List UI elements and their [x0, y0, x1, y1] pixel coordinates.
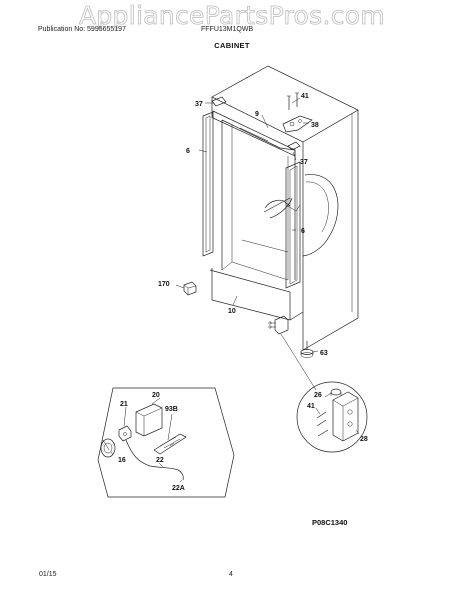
- cabinet-shell: [209, 65, 359, 351]
- callout-41-top: 41: [301, 93, 309, 100]
- clip-part: [183, 281, 197, 296]
- publication-number: Publication No: 5995655197: [38, 26, 126, 33]
- callout-22: 22: [156, 457, 164, 464]
- callout-93b: 93B: [165, 406, 178, 413]
- thermostat-inset: [97, 387, 235, 498]
- callout-labels: 41 38 37 9 37 6 6 170 10 63 20 21 93B 16…: [118, 93, 368, 492]
- callout-6-left: 6: [186, 148, 190, 155]
- callout-170: 170: [158, 281, 170, 288]
- callout-63: 63: [320, 350, 328, 357]
- callout-22a: 22A: [172, 485, 185, 492]
- inner-liner: [221, 119, 296, 281]
- callout-6-right: 6: [301, 228, 305, 235]
- callout-20: 20: [152, 392, 160, 399]
- hinge-detail-inset: [296, 381, 368, 453]
- diagram-code: P08C1340: [312, 518, 348, 527]
- top-trim: [212, 110, 296, 157]
- callout-37-right: 37: [300, 159, 308, 166]
- capillary-tube: [263, 197, 301, 219]
- callout-10: 10: [228, 308, 236, 315]
- callout-16: 16: [118, 457, 126, 464]
- watermark: AppliancePartsPros.com: [78, 1, 386, 31]
- footer-date: 01/15: [39, 571, 57, 578]
- callout-37-left: 37: [195, 101, 203, 108]
- side-bulge: [302, 174, 339, 257]
- callout-28: 28: [360, 436, 368, 443]
- callout-26: 26: [314, 392, 322, 399]
- leader-lines: [175, 97, 319, 391]
- section-title: CABINET: [214, 41, 250, 50]
- model-number: FFFU13M1QWB: [201, 26, 254, 33]
- callout-9: 9: [255, 111, 259, 118]
- bottom-hinge: [268, 315, 289, 335]
- page-number: 4: [229, 571, 233, 578]
- callout-21: 21: [120, 401, 128, 408]
- callout-38: 38: [311, 122, 319, 129]
- door-gasket: [202, 111, 301, 289]
- callout-41-inset: 41: [307, 403, 315, 410]
